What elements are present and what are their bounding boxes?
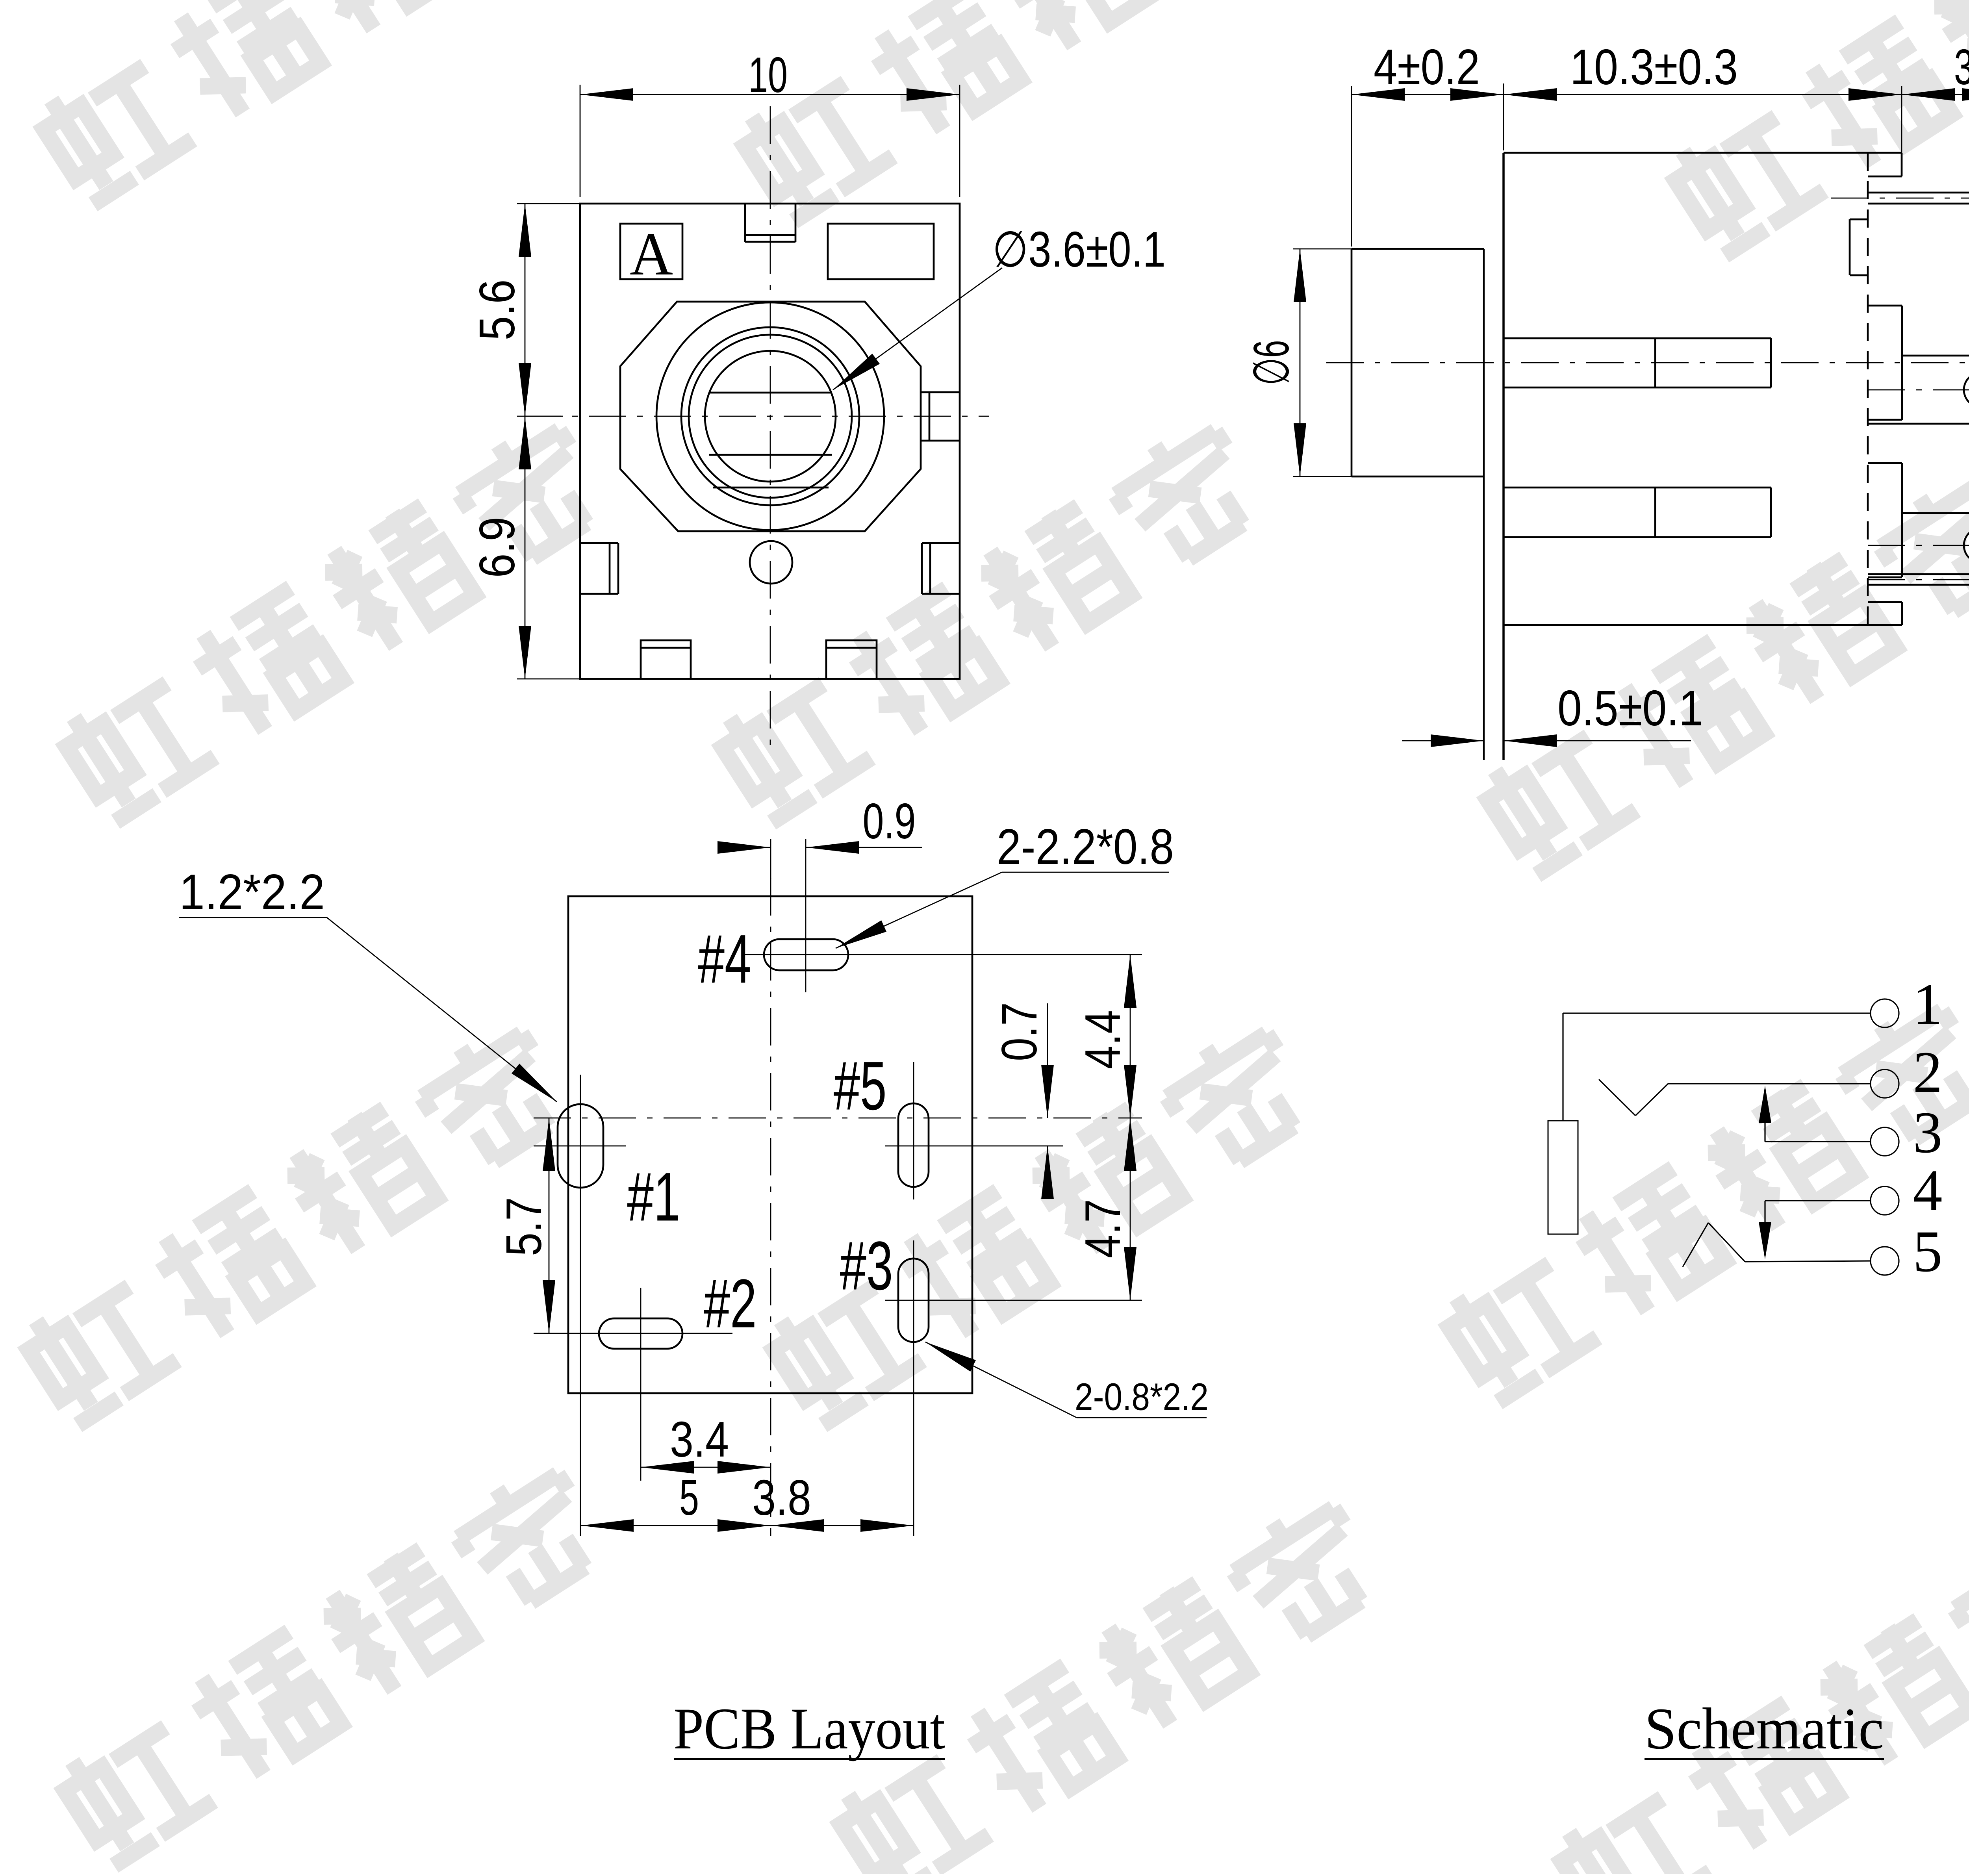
svg-text:#5: #5 — [834, 1048, 887, 1125]
svg-text:4.4: 4.4 — [1075, 1010, 1131, 1069]
svg-text:∅3.6±0.1: ∅3.6±0.1 — [992, 221, 1166, 277]
svg-text:2: 2 — [1913, 1040, 1943, 1105]
svg-text:10: 10 — [748, 47, 788, 103]
svg-text:1.2*2.2: 1.2*2.2 — [179, 864, 325, 920]
svg-text:5.7: 5.7 — [496, 1197, 552, 1256]
svg-text:PCB Layout: PCB Layout — [673, 1696, 945, 1761]
svg-text:4: 4 — [1913, 1158, 1943, 1223]
svg-text:3.4: 3.4 — [670, 1411, 729, 1467]
svg-text:6.9: 6.9 — [469, 517, 525, 578]
svg-text:#4: #4 — [698, 921, 751, 998]
svg-text:10.3±0.3: 10.3±0.3 — [1570, 39, 1738, 95]
svg-text:4.7: 4.7 — [1075, 1199, 1131, 1258]
svg-text:2-0.8*2.2: 2-0.8*2.2 — [1075, 1375, 1209, 1418]
svg-text:4±0.2: 4±0.2 — [1374, 39, 1480, 95]
svg-text:#3: #3 — [840, 1228, 893, 1305]
svg-text:5.6: 5.6 — [469, 280, 525, 341]
svg-text:∅6: ∅6 — [1243, 340, 1299, 386]
svg-text:2-2.2*0.8: 2-2.2*0.8 — [997, 819, 1174, 875]
svg-text:A: A — [630, 220, 673, 288]
svg-text:3: 3 — [1954, 39, 1969, 95]
svg-text:0.9: 0.9 — [863, 793, 916, 849]
svg-text:5: 5 — [679, 1470, 699, 1526]
svg-text:0.5±0.1: 0.5±0.1 — [1557, 680, 1703, 736]
svg-text:3.8: 3.8 — [752, 1470, 811, 1526]
svg-text:#2: #2 — [704, 1266, 757, 1342]
svg-text:#1: #1 — [627, 1159, 680, 1236]
svg-text:5: 5 — [1913, 1219, 1943, 1284]
svg-text:1: 1 — [1913, 971, 1943, 1037]
svg-text:0.7: 0.7 — [991, 1002, 1047, 1061]
svg-text:3: 3 — [1913, 1100, 1943, 1165]
svg-text:Schematic: Schematic — [1645, 1696, 1884, 1761]
